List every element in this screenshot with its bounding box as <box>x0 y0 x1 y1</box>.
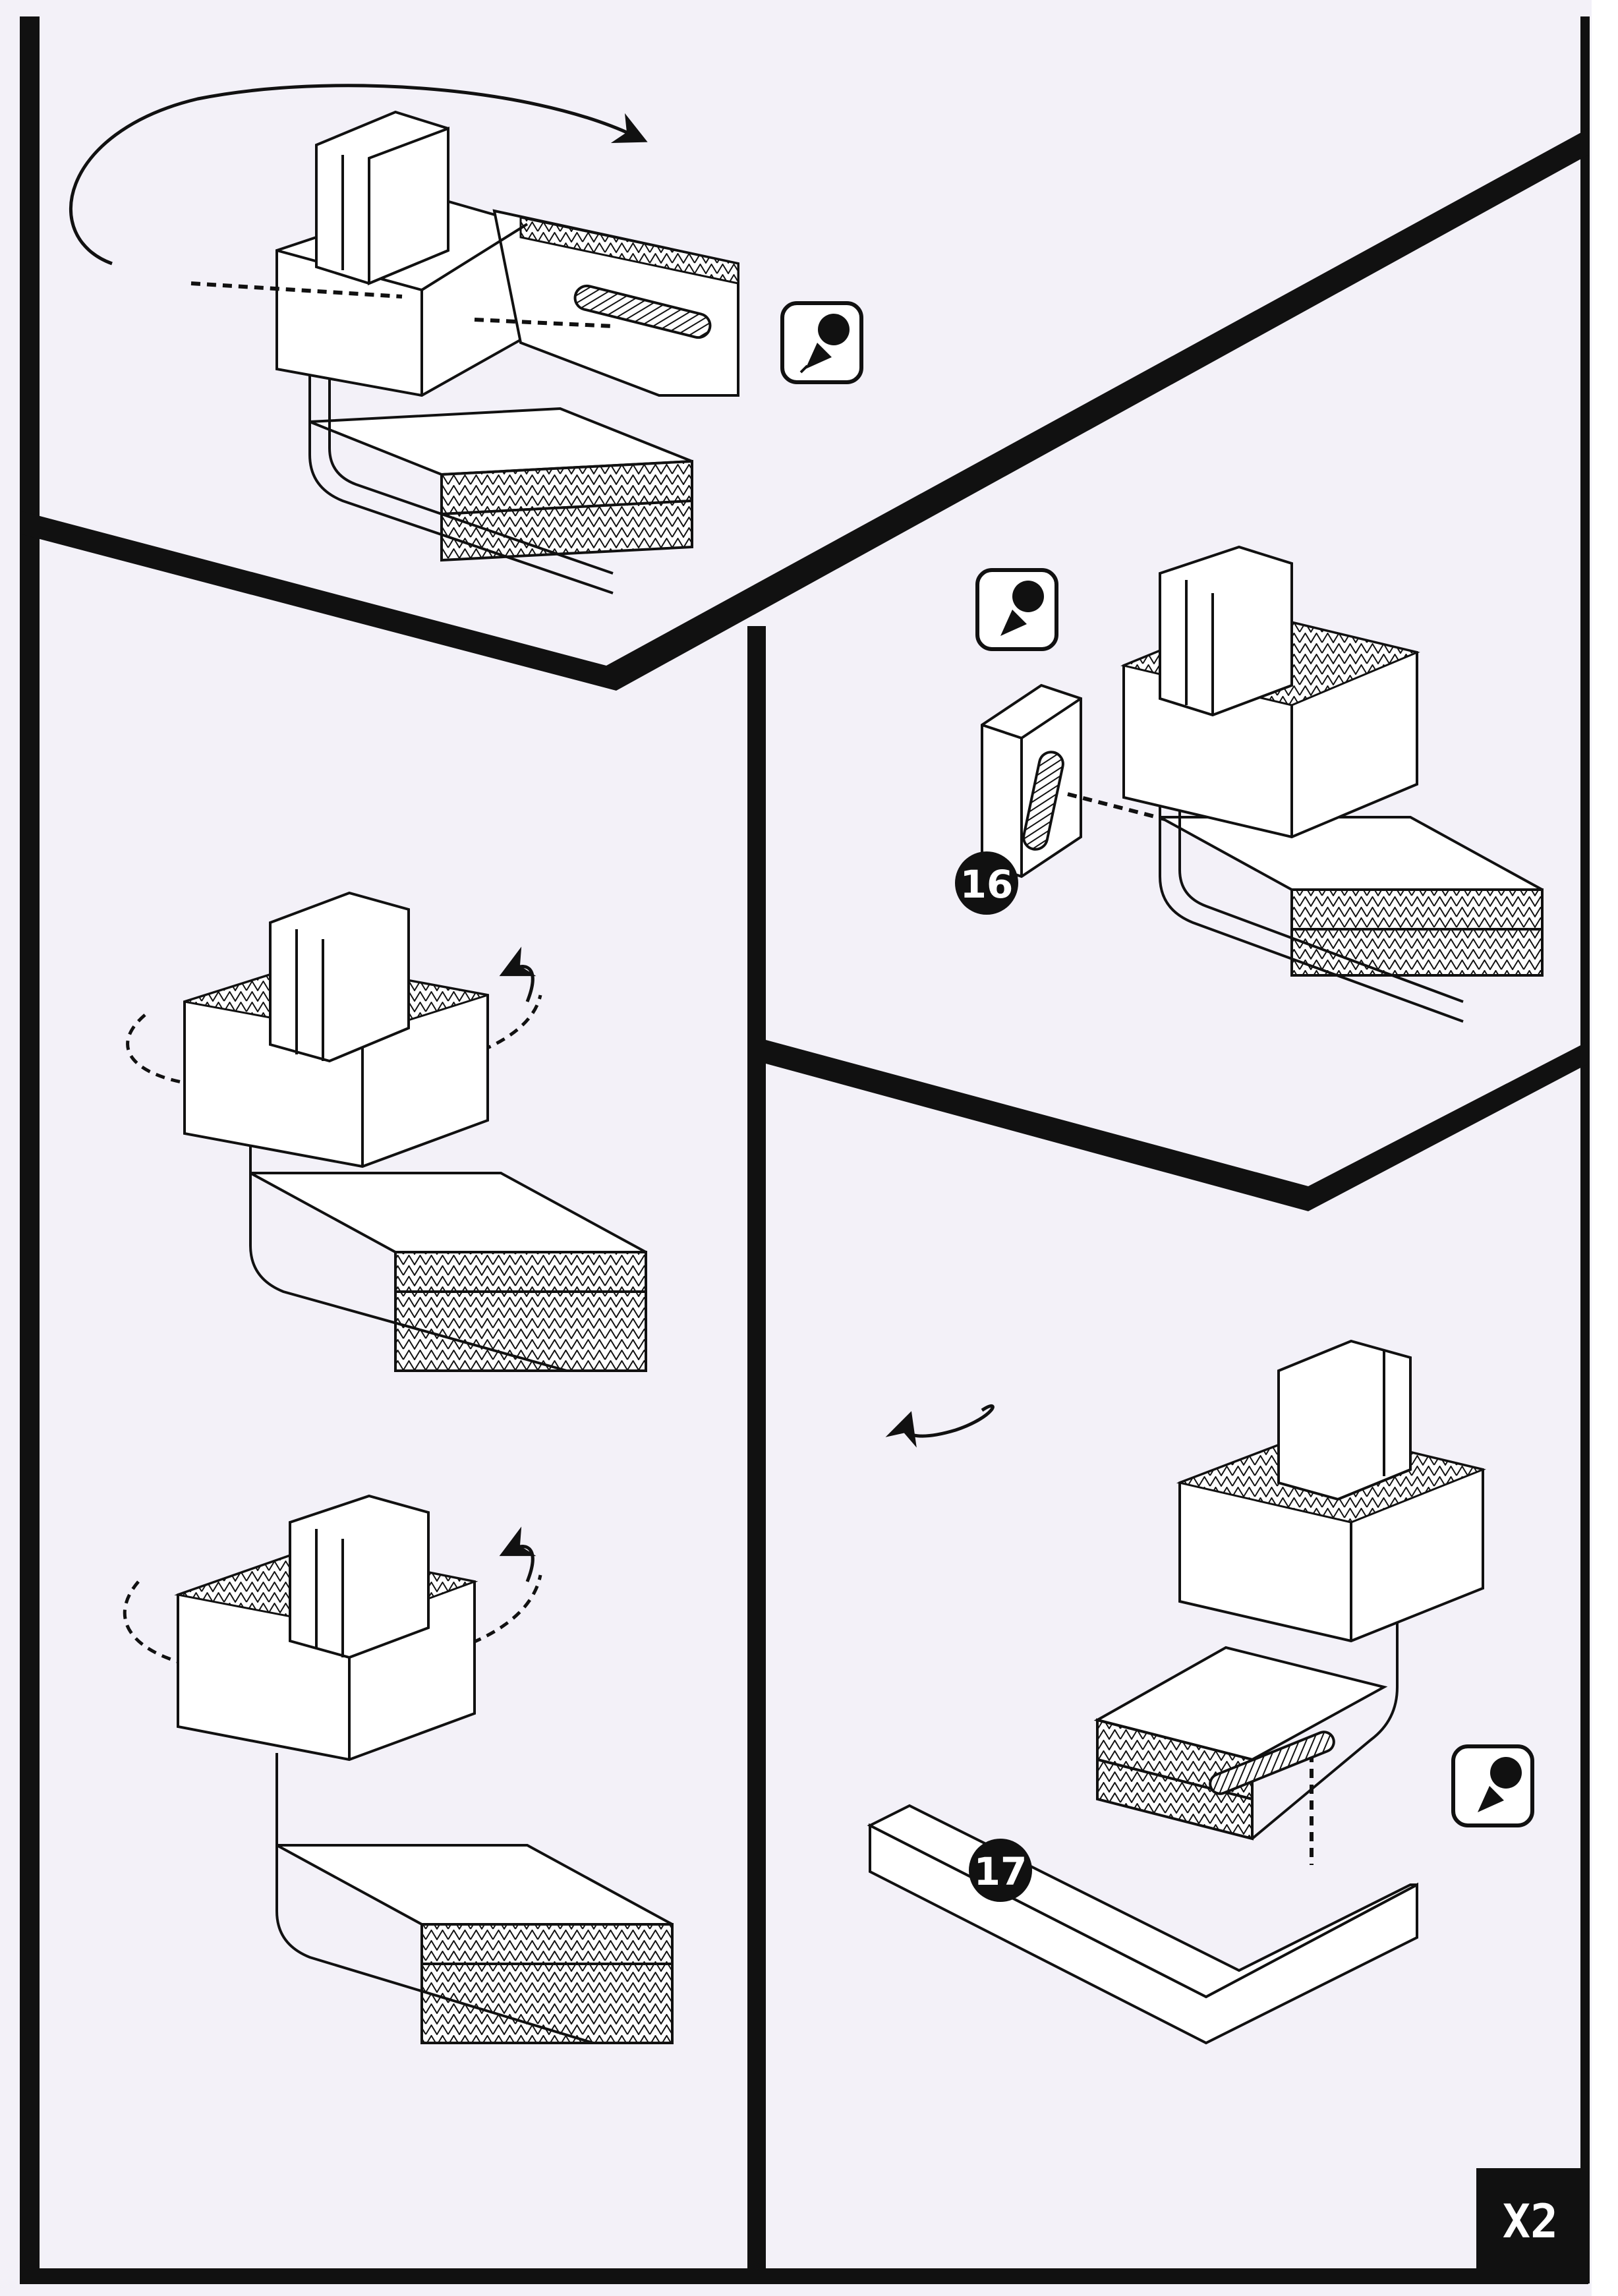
paper-right-edge <box>1592 0 1618 2296</box>
rotation-step-2 <box>123 1494 674 2044</box>
rotate-arrow-icon <box>123 1574 542 1676</box>
frame-left-border <box>20 16 40 2283</box>
glue-pen-icon <box>780 301 863 384</box>
glue-slot <box>573 284 712 339</box>
rotate-arrow-icon <box>69 84 648 266</box>
divider-top-left <box>20 129 1588 691</box>
panel-top-left <box>69 84 863 594</box>
frame-right-border <box>1580 16 1590 2283</box>
assembled-piece-17 <box>1093 1339 1486 1841</box>
panel-frame <box>20 16 1590 2284</box>
glue-pen-icon <box>1451 1744 1534 1827</box>
step-badge-17: 17 <box>969 1839 1032 1902</box>
divider-vertical <box>747 626 766 2280</box>
panel-bottom-right: 17 <box>867 1339 1534 2045</box>
slot-block <box>315 110 449 285</box>
assembled-piece-16 <box>1120 545 1544 1023</box>
part-17-plate <box>867 1804 1418 2045</box>
rotation-step-1 <box>126 891 647 1372</box>
divider-bottom-right <box>766 1040 1588 1211</box>
step-number-17: 17 <box>974 1849 1027 1894</box>
panel-left <box>123 891 674 2044</box>
step-badge-16: 16 <box>955 851 1018 915</box>
multiplier-text: X2 <box>1503 2195 1558 2249</box>
panel-right-middle: 16 <box>955 545 1544 1023</box>
glue-pen-icon <box>975 568 1058 651</box>
rotate-arrow-icon <box>126 994 542 1090</box>
frame-bottom-border <box>20 2268 1588 2284</box>
flip-arrow-icon <box>885 1404 995 1448</box>
multiplier-badge: X2 <box>1476 2168 1585 2280</box>
part-16-plate <box>981 683 1082 878</box>
base-block <box>308 369 693 594</box>
step-number-16: 16 <box>960 862 1014 907</box>
